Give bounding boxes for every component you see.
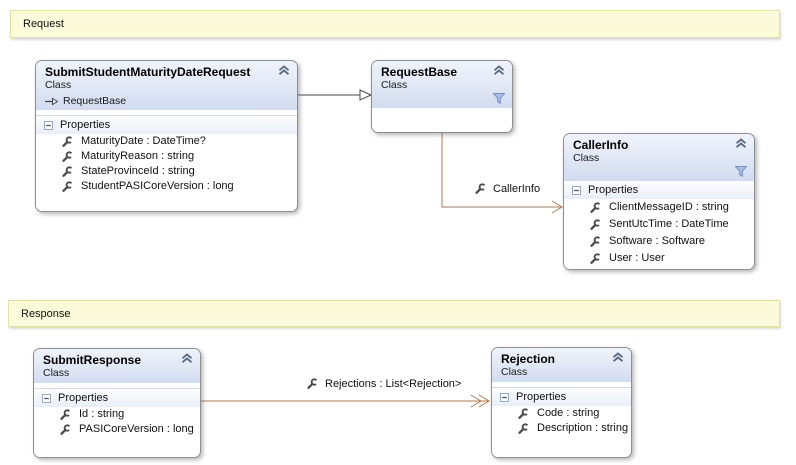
- class-header: RequestBase Class: [372, 61, 512, 108]
- class-body-empty: [372, 108, 512, 132]
- class-stereotype: Class: [45, 79, 72, 91]
- property-wrench-icon: [61, 165, 73, 178]
- property-text: StateProvinceId : string: [81, 165, 195, 177]
- comment-response[interactable]: Response: [8, 300, 780, 327]
- class-header: SubmitResponse Class: [34, 349, 200, 383]
- class-header: SubmitStudentMaturityDateRequest Class R…: [36, 61, 297, 110]
- inheritance-arrow-icon: [45, 97, 58, 106]
- class-stereotype: Class: [43, 367, 70, 379]
- class-box-requestbase[interactable]: RequestBase Class: [371, 60, 513, 133]
- base-type-row: RequestBase: [45, 95, 290, 107]
- class-stereotype: Class: [501, 366, 528, 378]
- compartment-label: Properties: [58, 392, 109, 404]
- class-stereotype: Class: [381, 79, 408, 91]
- callerinfo-association-label[interactable]: CallerInfo: [474, 183, 540, 195]
- properties-compartment-header[interactable]: Properties: [34, 388, 200, 407]
- property-text: PASICoreVersion : long: [79, 423, 194, 435]
- property-wrench-icon: [61, 180, 73, 193]
- property-text: Code : string: [537, 407, 600, 419]
- filter-funnel-icon[interactable]: [735, 166, 747, 178]
- inheritance-connector[interactable]: [298, 87, 373, 103]
- property-text: MaturityDate : DateTime?: [81, 135, 206, 147]
- class-stereotype: Class: [573, 152, 600, 164]
- property-wrench-icon: [589, 252, 601, 265]
- comment-response-label: Response: [21, 307, 71, 320]
- comment-request-label: Request: [23, 18, 64, 30]
- property-wrench-icon: [589, 218, 601, 231]
- base-type-name: RequestBase: [63, 95, 127, 107]
- association-label-text: Rejections : List<Rejection>: [325, 378, 462, 390]
- property-row[interactable]: Description : string: [492, 421, 631, 436]
- property-wrench-icon: [61, 150, 73, 163]
- class-name: Rejection: [501, 352, 556, 366]
- property-wrench-icon: [589, 235, 601, 248]
- class-name: CallerInfo: [573, 138, 629, 152]
- property-text: User : User: [609, 252, 665, 264]
- compartment-label: Properties: [516, 391, 567, 403]
- properties-compartment-header[interactable]: Properties: [564, 180, 754, 199]
- rejections-association-label[interactable]: Rejections : List<Rejection>: [306, 378, 461, 390]
- association-label-text: CallerInfo: [493, 183, 541, 195]
- compartment-label: Properties: [60, 119, 111, 131]
- collapse-minus-icon[interactable]: [42, 393, 51, 403]
- collapse-minus-icon[interactable]: [500, 392, 509, 402]
- collapse-chevron-icon[interactable]: [612, 352, 624, 363]
- callerinfo-association-connector[interactable]: [436, 133, 570, 217]
- property-wrench-icon: [59, 408, 71, 421]
- class-box-submitstudentmaturitydaterequest[interactable]: SubmitStudentMaturityDateRequest Class R…: [35, 60, 298, 212]
- property-wrench-icon: [474, 183, 486, 195]
- class-box-callerinfo[interactable]: CallerInfo Class Properties Cl: [563, 133, 755, 270]
- property-row[interactable]: SentUtcTime : DateTime: [564, 216, 754, 233]
- collapse-chevron-icon[interactable]: [493, 65, 505, 76]
- property-row[interactable]: StateProvinceId : string: [36, 164, 297, 179]
- property-text: Id : string: [79, 408, 125, 420]
- filter-funnel-icon[interactable]: [493, 93, 505, 105]
- class-name: RequestBase: [381, 65, 458, 79]
- comment-request[interactable]: Request: [10, 10, 780, 38]
- property-text: SentUtcTime : DateTime: [609, 218, 729, 230]
- property-text: MaturityReason : string: [81, 150, 195, 162]
- property-text: Software : Software: [609, 235, 705, 247]
- property-wrench-icon: [59, 423, 71, 436]
- property-row[interactable]: Id : string: [34, 407, 200, 422]
- property-text: ClientMessageID : string: [609, 201, 729, 213]
- class-header: Rejection Class: [492, 348, 631, 382]
- class-box-rejection[interactable]: Rejection Class Properties Code : string…: [491, 347, 632, 458]
- property-row[interactable]: Software : Software: [564, 233, 754, 250]
- properties-compartment-header[interactable]: Properties: [492, 387, 631, 406]
- property-wrench-icon: [61, 135, 73, 148]
- collapse-chevron-icon[interactable]: [278, 65, 290, 76]
- class-header: CallerInfo Class: [564, 134, 754, 180]
- collapse-minus-icon[interactable]: [572, 185, 581, 195]
- property-row[interactable]: PASICoreVersion : long: [34, 422, 200, 437]
- rejections-association-connector[interactable]: [201, 394, 493, 410]
- class-box-submitresponse[interactable]: SubmitResponse Class Properties Id : str…: [33, 348, 201, 458]
- property-row[interactable]: MaturityDate : DateTime?: [36, 134, 297, 149]
- class-name: SubmitStudentMaturityDateRequest: [45, 65, 251, 79]
- property-row[interactable]: User : User: [564, 250, 754, 267]
- class-name: SubmitResponse: [43, 353, 142, 367]
- property-row[interactable]: StudentPASICoreVersion : long: [36, 179, 297, 194]
- property-wrench-icon: [517, 407, 529, 420]
- properties-compartment-header[interactable]: Properties: [36, 115, 297, 134]
- collapse-chevron-icon[interactable]: [181, 353, 193, 364]
- property-text: Description : string: [537, 422, 629, 434]
- property-wrench-icon: [306, 378, 318, 390]
- collapse-chevron-icon[interactable]: [735, 138, 747, 149]
- property-wrench-icon: [517, 422, 529, 435]
- property-row[interactable]: MaturityReason : string: [36, 149, 297, 164]
- property-wrench-icon: [589, 201, 601, 214]
- compartment-label: Properties: [588, 184, 639, 196]
- property-row[interactable]: ClientMessageID : string: [564, 199, 754, 216]
- property-text: StudentPASICoreVersion : long: [81, 180, 234, 192]
- property-row[interactable]: Code : string: [492, 406, 631, 421]
- collapse-minus-icon[interactable]: [44, 120, 53, 130]
